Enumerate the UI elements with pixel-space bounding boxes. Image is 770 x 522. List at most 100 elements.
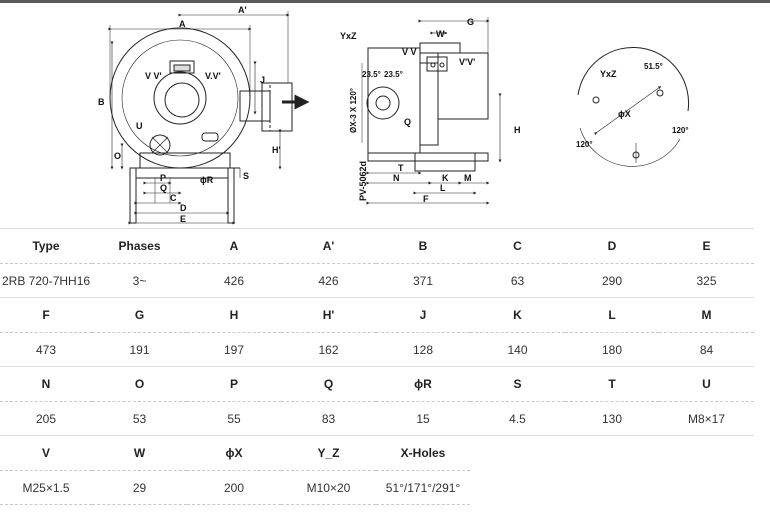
column-header-cell: S [470,366,565,402]
column-header-cell: J [376,297,470,333]
column-header-cell: U [659,366,754,402]
side-L: L [440,183,446,193]
dim-A-prime: A' [238,5,247,15]
column-header-cell: Phases [92,228,187,264]
flange-angle-right: 120° [672,126,689,135]
column-header-cell: V [0,435,92,471]
table-cell: 63 [470,263,565,298]
column-header-cell [565,435,659,471]
table-cell: M8×17 [659,401,754,436]
table-cell [565,471,659,505]
column-header-cell: M [659,297,754,333]
column-header-cell: E [659,228,754,264]
side-N: N [393,173,400,183]
column-header-cell: H' [281,297,376,333]
table-cell: 15 [376,401,470,436]
side-VV-prime: V'V' [459,57,475,67]
column-header-cell: O [92,366,187,402]
side-G: G [467,17,474,27]
table-cell: 180 [565,332,659,367]
table-cell: 191 [92,332,187,367]
table-cell: 130 [565,401,659,436]
column-header-cell: L [565,297,659,333]
flange-labels: YxZ 51.5° ϕX 120° 120° [576,62,689,149]
table-cell: M25×1.5 [0,470,92,505]
column-header-cell: W [92,435,187,471]
side-view [361,17,502,205]
dim-E: E [180,214,186,224]
table-cell: 426 [281,263,376,298]
column-header-cell [470,435,565,471]
column-header-cell: K [470,297,565,333]
dim-S: S [243,171,249,181]
column-header-cell: X-Holes [376,435,470,471]
flange-arc-top [577,46,690,112]
side-K: K [442,173,449,183]
side-YxZ: YxZ [340,31,357,41]
column-header-cell: Y_Z [281,435,376,471]
column-header-cell: N [0,366,92,402]
table-cell: 473 [0,332,92,367]
front-hub [153,71,207,125]
side-T: T [398,163,404,173]
column-header-cell: ϕR [376,366,470,402]
column-header-cell: A [187,228,281,264]
front-view [108,11,310,225]
column-header-cell: H [187,297,281,333]
table-cell: 84 [659,332,754,367]
drawing-svg: A A' B J V V' V.V' U O H' S P Q C D E ϕR [98,5,690,225]
column-header-cell: T [565,366,659,402]
front-housing [109,27,251,169]
side-H: H [514,125,521,135]
label-U: U [136,121,143,131]
dim-P: P [160,173,166,183]
side-Q: Q [404,117,411,127]
column-header-cell: C [470,228,565,264]
dim-J: J [260,75,265,85]
technical-drawing: A A' B J V V' V.V' U O H' S P Q C D E ϕR [0,3,770,228]
dim-B: B [98,97,105,107]
column-header-cell: P [187,366,281,402]
dim-D: D [180,203,187,213]
side-W: W [436,29,445,39]
table-cell: 200 [187,470,281,505]
column-header-cell: F [0,297,92,333]
dim-H-prime: H' [272,145,281,155]
side-model: PV-5062d [358,161,368,201]
side-angle-left: 23.5° [362,70,381,79]
column-header-cell [659,435,754,471]
flange-angle-left: 120° [576,140,593,149]
table-cell: 371 [376,263,470,298]
table-cell: 162 [281,332,376,367]
side-F: F [423,194,429,204]
table-cell: 197 [187,332,281,367]
table-cell [470,471,565,505]
side-labels: YxZ V V V'V' W G 23.5° 23.5° Q H T N K L… [340,17,521,204]
dim-R: ϕR [200,175,214,185]
table-cell: 128 [376,332,470,367]
table-cell [659,471,754,505]
table-cell: 51°/171°/291° [376,470,470,505]
dim-C: C [170,193,177,203]
table-cell: 83 [281,401,376,436]
label-vv-right: V.V' [205,71,221,81]
top-border [0,0,770,3]
side-VV: V V [402,47,417,57]
front-labels: A A' B J V V' V.V' U O H' S P Q C D E ϕR [98,5,281,224]
table-cell: 55 [187,401,281,436]
side-angle-right: 23.5° [384,70,403,79]
table-cell: M10×20 [281,470,376,505]
table-cell: 426 [187,263,281,298]
column-header-cell: ϕX [187,435,281,471]
table-cell: 205 [0,401,92,436]
dim-A: A [179,19,186,29]
table-cell: 3~ [92,263,187,298]
table-cell: 4.5 [470,401,565,436]
